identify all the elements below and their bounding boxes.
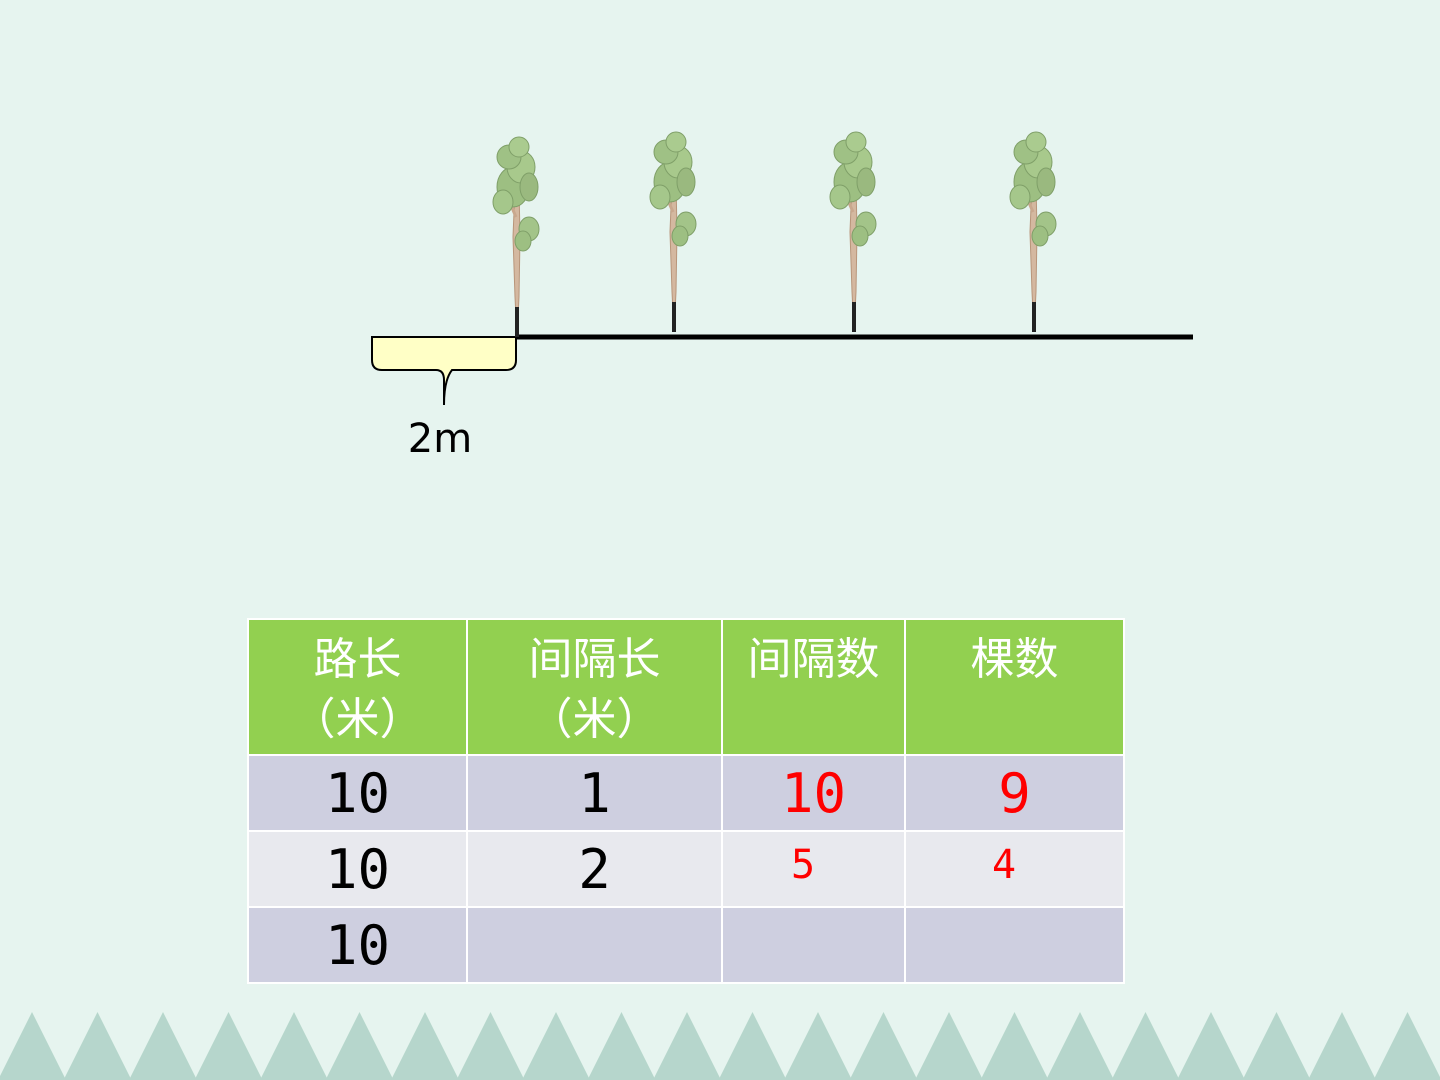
decor-triangle <box>980 1012 1049 1080</box>
decor-triangle <box>522 1012 590 1080</box>
decor-triangle <box>456 1012 525 1080</box>
cell-tree-count <box>904 906 1125 984</box>
decor-triangle <box>194 1012 263 1080</box>
cell-interval-length: 1 <box>466 754 723 832</box>
header-tree-count: 棵数 <box>904 618 1125 756</box>
cell-tree-count: 9 <box>904 754 1125 832</box>
decor-triangle <box>784 1012 852 1080</box>
decor-triangle <box>1242 1012 1311 1080</box>
measure-brace <box>371 336 517 406</box>
decor-triangle <box>0 1012 66 1080</box>
decor-triangle <box>653 1012 721 1080</box>
decor-triangle <box>1111 1012 1180 1080</box>
decor-triangle <box>1177 1012 1245 1080</box>
tree-planting-diagram <box>371 130 1193 406</box>
decor-triangle <box>260 1012 328 1080</box>
cell-interval-length <box>466 906 723 984</box>
table-header-row: 路长 （米） 间隔长 （米） 间隔数 棵数 <box>247 618 1125 756</box>
cell-interval-count: 5 <box>721 830 906 908</box>
decor-triangle <box>849 1012 918 1080</box>
cell-interval-length: 2 <box>466 830 723 908</box>
tree-1 <box>491 135 541 339</box>
footer-triangle-decoration <box>0 1012 1440 1080</box>
decor-triangle <box>1308 1012 1376 1080</box>
tree-4 <box>1008 130 1058 334</box>
tree-2 <box>648 130 698 334</box>
cell-road-length: 10 <box>247 830 468 908</box>
decor-triangle <box>325 1012 394 1080</box>
decor-triangle <box>63 1012 132 1080</box>
decor-triangle <box>1373 1012 1440 1080</box>
header-interval-count: 间隔数 <box>721 618 906 756</box>
tree-3 <box>828 130 878 334</box>
data-table: 路长 （米） 间隔长 （米） 间隔数 棵数 10 1 10 9 10 2 5 4… <box>247 618 1125 984</box>
decor-triangle <box>129 1012 197 1080</box>
decor-triangle <box>391 1012 459 1080</box>
cell-road-length: 10 <box>247 906 468 984</box>
table-row: 10 <box>247 906 1125 984</box>
decor-triangle <box>718 1012 787 1080</box>
header-interval-length: 间隔长 （米） <box>466 618 723 756</box>
table-row: 10 2 5 4 <box>247 830 1125 908</box>
segment-length-label: 2m <box>407 416 473 462</box>
cell-interval-count <box>721 906 906 984</box>
decor-triangle <box>587 1012 656 1080</box>
cell-tree-count: 4 <box>904 830 1125 908</box>
cell-interval-count: 10 <box>721 754 906 832</box>
header-road-length: 路长 （米） <box>247 618 468 756</box>
table-row: 10 1 10 9 <box>247 754 1125 832</box>
decor-triangle <box>1046 1012 1114 1080</box>
decor-triangle <box>915 1012 983 1080</box>
cell-road-length: 10 <box>247 754 468 832</box>
